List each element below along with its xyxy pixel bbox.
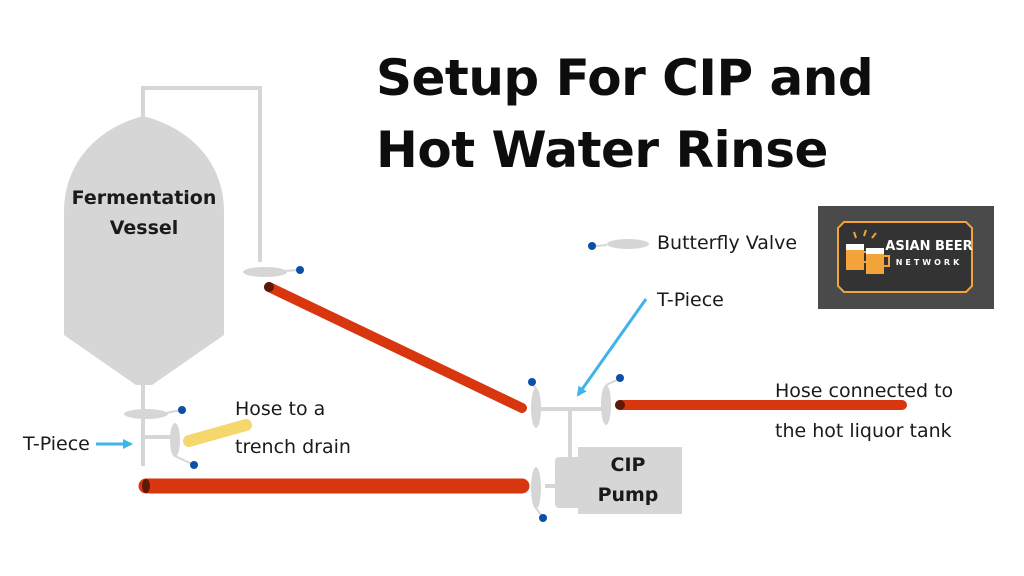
pointer-arrow-icon bbox=[576, 298, 648, 397]
drain-hose-label: Hose to a trench drain bbox=[235, 398, 351, 458]
butterfly-valve-icon[interactable] bbox=[170, 423, 198, 469]
cip-return-hose bbox=[264, 282, 527, 413]
cip-pump-label: CIP Pump bbox=[597, 454, 659, 506]
logo-line-1: ASIAN BEER bbox=[885, 239, 973, 254]
butterfly-valve-icon[interactable] bbox=[601, 374, 624, 425]
fermentation-vessel-label: Fermentation Vessel bbox=[71, 187, 217, 239]
vent-pipe bbox=[141, 86, 262, 262]
butterfly-valve-icon[interactable] bbox=[528, 378, 541, 428]
page-title: Setup For CIP and Hot Water Rinse bbox=[376, 42, 874, 186]
butterfly-valve-icon[interactable] bbox=[531, 467, 547, 522]
asian-beer-network-logo: ASIAN BEER NETWORK bbox=[818, 206, 994, 309]
title-line-1: Setup For CIP and bbox=[376, 49, 874, 107]
logo-line-2: NETWORK bbox=[895, 258, 963, 267]
butterfly-valve-icon[interactable] bbox=[124, 406, 186, 419]
hot-liquor-hose-label: Hose connected to the hot liquor tank bbox=[775, 380, 954, 442]
butterfly-valve-icon[interactable] bbox=[243, 266, 304, 277]
beer-mug-icon bbox=[846, 229, 890, 274]
fermentation-vessel bbox=[64, 116, 224, 385]
cip-pump-housing bbox=[555, 457, 583, 508]
butterfly-valve-icon bbox=[588, 239, 649, 250]
drain-hose bbox=[183, 419, 252, 447]
t-piece-right-label: T-Piece bbox=[657, 289, 724, 311]
cip-pump bbox=[578, 447, 682, 514]
t-piece-left-label: T-Piece bbox=[23, 433, 90, 455]
butterfly-valve-label: Butterfly Valve bbox=[657, 232, 798, 254]
logo-badge bbox=[837, 221, 973, 293]
title-line-2: Hot Water Rinse bbox=[376, 121, 828, 179]
